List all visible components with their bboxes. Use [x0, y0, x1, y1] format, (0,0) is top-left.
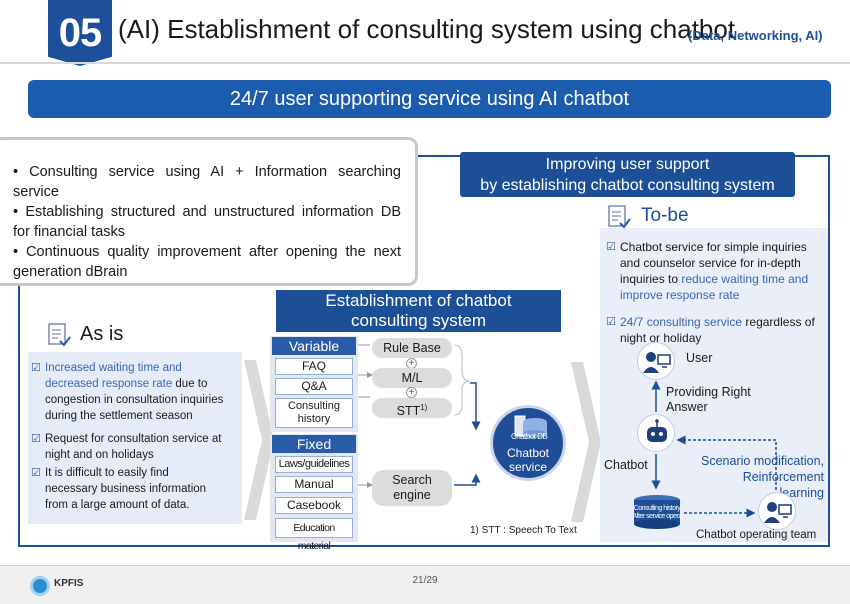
- chatbot-label: Chatbot: [604, 458, 648, 472]
- to-be-item-highlight: reduce waiting time and improve response…: [620, 272, 809, 302]
- operator-icon: [758, 492, 796, 530]
- document-check-icon: [608, 205, 631, 229]
- to-be-item: ☑ Chatbot service for simple inquiries a…: [606, 239, 820, 303]
- improve-line1: Improving user support: [545, 156, 710, 173]
- document-check-icon: [48, 323, 71, 347]
- to-be-item-text: regardless of night or holiday: [620, 315, 815, 345]
- section-number-badge: 05: [48, 0, 112, 66]
- providing-answer-label: Providing Right Answer: [666, 385, 751, 414]
- stt-label: STT: [396, 404, 421, 419]
- checkbox-icon: ☑: [31, 433, 41, 445]
- as-is-title: As is: [80, 323, 124, 345]
- as-is-item-text: due to congestion in consultation inquir…: [45, 378, 224, 422]
- to-be-title: To-be: [641, 205, 689, 226]
- improve-line2: by establishing chatbot consulting syste…: [480, 177, 775, 194]
- as-is-item: ☑ Increased waiting time and decreased r…: [31, 360, 237, 424]
- connector-lines: [358, 344, 481, 488]
- user-icon: [637, 342, 675, 380]
- summary-bullets: • Consulting service using AI + Informat…: [0, 137, 418, 286]
- to-be-item-text: Chatbot service for simple inquiries and…: [620, 240, 807, 286]
- header-divider: [0, 62, 850, 64]
- as-is-item-highlight: Increased waiting time and decreased res…: [45, 362, 182, 390]
- to-be-item: ☑ 24/7 consulting service regardless of …: [606, 314, 820, 346]
- fixed-item: Manual: [275, 476, 353, 493]
- plus-icon: +: [406, 387, 417, 398]
- bullet-text: Establishing structured and unstructured…: [13, 204, 401, 240]
- variable-item: Consulting history: [275, 398, 353, 428]
- checkbox-icon: ☑: [31, 362, 41, 374]
- chatbot-service-node: Chatbot DB Chatbot service: [490, 405, 566, 481]
- kpfis-logo-text: KPFIS: [54, 578, 84, 589]
- robot-icon: [637, 414, 675, 452]
- variable-item: Q&A: [275, 378, 353, 395]
- bullet-item: • Establishing structured and unstructur…: [13, 204, 401, 240]
- kpfis-logo-icon: [30, 576, 50, 596]
- as-is-item: ☑ Request for consultation service at ni…: [31, 431, 237, 463]
- page-number: 21/29: [412, 575, 438, 586]
- establishment-line2: consulting system: [350, 311, 487, 330]
- checkbox-icon: ☑: [31, 467, 41, 479]
- fixed-item: Casebook: [275, 497, 353, 514]
- footer-bar: [0, 565, 850, 604]
- fixed-item: Laws/guidelines: [275, 456, 353, 473]
- page-subtitle: (Data, Networking, AI): [688, 28, 823, 43]
- checkbox-icon: ☑: [606, 241, 616, 253]
- fixed-header: Fixed: [272, 435, 356, 453]
- chatbot-db-label: Chatbot DB: [511, 432, 548, 441]
- to-be-panel: [600, 228, 828, 542]
- variable-header: Variable: [272, 337, 356, 355]
- service-banner: 24/7 user supporting service using AI ch…: [28, 80, 831, 118]
- operating-team-label: Chatbot operating team: [696, 529, 817, 541]
- bullet-item: • Consulting service using AI + Informat…: [13, 164, 401, 200]
- to-be-arrows: [651, 380, 777, 518]
- as-is-panel: ☑ Increased waiting time and decreased r…: [28, 352, 242, 524]
- consulting-db-icon: Consulting history After service opera: [632, 494, 682, 530]
- bullet-item: • Continuous quality improvement after o…: [13, 244, 401, 280]
- as-is-item-text: Request for consultation service at nigh…: [45, 433, 222, 461]
- database-icon: [514, 415, 547, 438]
- as-is-item-text: It is difficult to easily find necessary…: [45, 467, 207, 511]
- variable-item: FAQ: [275, 358, 353, 375]
- as-is-item: ☑ It is difficult to easily find necessa…: [31, 465, 215, 513]
- stt-pill: STT1): [372, 398, 452, 418]
- checkbox-icon: ☑: [606, 316, 616, 328]
- stt-footnote-mark: 1): [420, 403, 428, 412]
- page-title: (AI) Establishment of consulting system …: [118, 14, 736, 44]
- rule-base-pill: Rule Base: [372, 338, 452, 358]
- to-be-item-highlight: 24/7 consulting service: [620, 315, 743, 329]
- improve-box: Improving user support by establishing c…: [460, 152, 795, 197]
- search-engine-pill: Search engine: [372, 470, 452, 506]
- bullet-text: Consulting service using AI + Informatio…: [13, 164, 401, 200]
- ml-pill: M/L: [372, 368, 452, 388]
- stt-footnote: 1) STT : Speech To Text: [470, 525, 577, 536]
- consulting-db-label: Consulting history After service opera: [632, 505, 682, 520]
- establishment-line1: Establishment of chatbot: [325, 291, 512, 310]
- scenario-label: Scenario modification, Reinforcement lea…: [701, 454, 824, 500]
- establishment-title: Establishment of chatbot consulting syst…: [276, 290, 561, 332]
- user-label: User: [686, 351, 713, 365]
- fixed-item: Education material: [275, 518, 353, 552]
- bullet-text: Continuous quality improvement after ope…: [13, 244, 401, 280]
- chatbot-service-label: Chatbot service: [506, 446, 550, 474]
